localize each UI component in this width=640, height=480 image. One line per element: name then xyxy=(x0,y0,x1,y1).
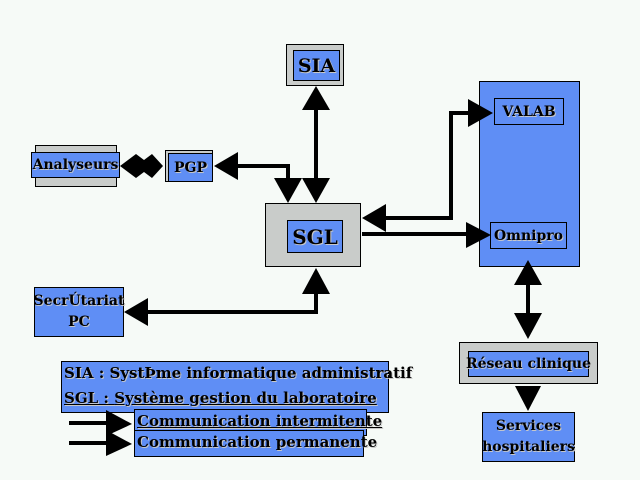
arrow-sgl-valab xyxy=(362,99,493,232)
secretariat-label-line1: SecrÚtariat xyxy=(33,293,125,309)
secretariat-label-line2: PC xyxy=(68,314,90,330)
sgl-node[interactable]: SGL xyxy=(287,220,343,253)
legend-permanent-box: Communication permanente xyxy=(134,430,377,457)
reseau-clinique-label: Réseau clinique xyxy=(466,356,591,372)
legend-permanent-label: Communication permanente xyxy=(137,433,378,451)
arrow-lab-reseau xyxy=(514,260,542,339)
analyseurs-label: Analyseurs xyxy=(32,157,119,173)
omnipro-label: Omnipro xyxy=(493,227,563,244)
omnipro-node[interactable]: Omnipro xyxy=(490,222,567,249)
reseau-clinique-node[interactable]: Réseau clinique xyxy=(466,351,591,377)
services-hospitaliers-node[interactable]: Services hospitaliers xyxy=(482,412,575,462)
legend-sgl-text: Système gestion du laboratoire xyxy=(114,389,377,407)
arrow-reseau-services xyxy=(515,386,541,411)
sgl-label: SGL xyxy=(292,224,338,249)
arrow-sia-sgl xyxy=(302,86,330,203)
legend-sgl-abbr: SGL : xyxy=(64,389,109,407)
legend-sia-row: SIA : SystÞme informatique administratif xyxy=(64,364,412,382)
pgp-label: PGP xyxy=(173,159,207,176)
legend-abbreviations-box: SIA : SystÞme informatique administratif… xyxy=(61,361,412,413)
pgp-node[interactable]: PGP xyxy=(168,153,213,182)
analyseurs-node[interactable]: Analyseurs xyxy=(31,152,120,178)
arrow-sgl-secretariat xyxy=(124,268,330,326)
arrow-analyseurs-pgp xyxy=(120,154,163,178)
valab-label: VALAB xyxy=(502,103,556,120)
arrow-sgl-omnipro xyxy=(362,222,491,248)
legend-intermittent-label: Communication intermitente xyxy=(137,412,383,430)
legend-arrow-permanent xyxy=(69,430,132,456)
secretariat-node[interactable]: SecrÚtariat PC xyxy=(34,287,124,337)
sia-node[interactable]: SIA xyxy=(293,50,340,81)
sia-label: SIA xyxy=(297,54,336,77)
services-label-line1: Services xyxy=(495,418,562,434)
legend-arrow-intermittent xyxy=(69,410,132,436)
arrow-pgp-sgl xyxy=(214,152,302,203)
legend-sgl-row: SGL : Système gestion du laboratoire xyxy=(64,389,377,407)
legend-sia-abbr: SIA : xyxy=(64,364,105,382)
legend-sia-text: SystÞme informatique administratif xyxy=(109,364,413,382)
services-label-line2: hospitaliers xyxy=(482,439,575,455)
valab-node[interactable]: VALAB xyxy=(494,98,564,125)
